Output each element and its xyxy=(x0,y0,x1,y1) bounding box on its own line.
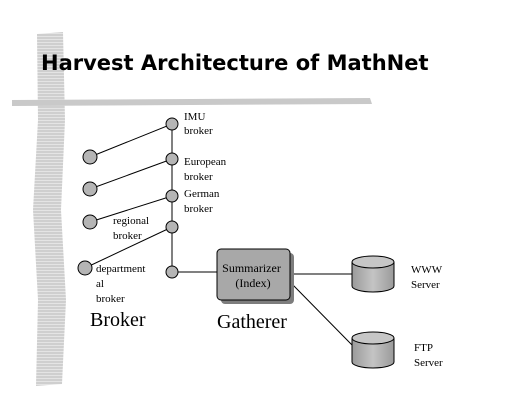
label-www-server: WWW Server xyxy=(411,264,445,291)
edge-german-leaf xyxy=(89,195,173,223)
leaf-node-3 xyxy=(82,214,98,230)
broker-labels: IMU broker European broker German broker… xyxy=(96,111,229,305)
decorative-vertical-bar xyxy=(33,32,66,386)
leaf-node-2 xyxy=(82,181,98,197)
leaf-node-4 xyxy=(77,260,93,276)
label-departmental-broker: department al broker xyxy=(96,263,148,305)
node-departmental xyxy=(165,265,179,279)
node-german xyxy=(165,189,179,203)
broker-nodes xyxy=(77,117,179,279)
edge-regional-leaf xyxy=(84,226,173,269)
node-regional xyxy=(165,220,179,234)
label-german-broker: German broker xyxy=(184,188,222,215)
node-imu xyxy=(165,117,179,131)
edge-imu-leaf xyxy=(89,123,173,158)
summarizer-label: Summarizer (Index) xyxy=(222,261,284,290)
summarizer-box: Summarizer (Index) xyxy=(216,248,294,304)
label-ftp-server: FTP Server xyxy=(414,342,443,369)
label-regional-broker: regional broker xyxy=(113,215,152,242)
edge-european-leaf xyxy=(89,158,173,190)
edge-to-ftp xyxy=(291,283,354,347)
page-title: Harvest Architecture of MathNet xyxy=(41,51,429,75)
caption-gatherer: Gatherer xyxy=(217,311,287,333)
www-server-cylinder xyxy=(351,255,395,293)
label-european-broker: European broker xyxy=(184,156,229,183)
title-underline-stroke xyxy=(12,98,372,106)
node-european xyxy=(165,152,179,166)
ftp-server-cylinder xyxy=(351,331,395,369)
broker-edges xyxy=(84,123,354,347)
caption-broker: Broker xyxy=(90,309,146,331)
label-imu-broker: IMU broker xyxy=(184,111,213,137)
leaf-node-1 xyxy=(82,149,98,165)
